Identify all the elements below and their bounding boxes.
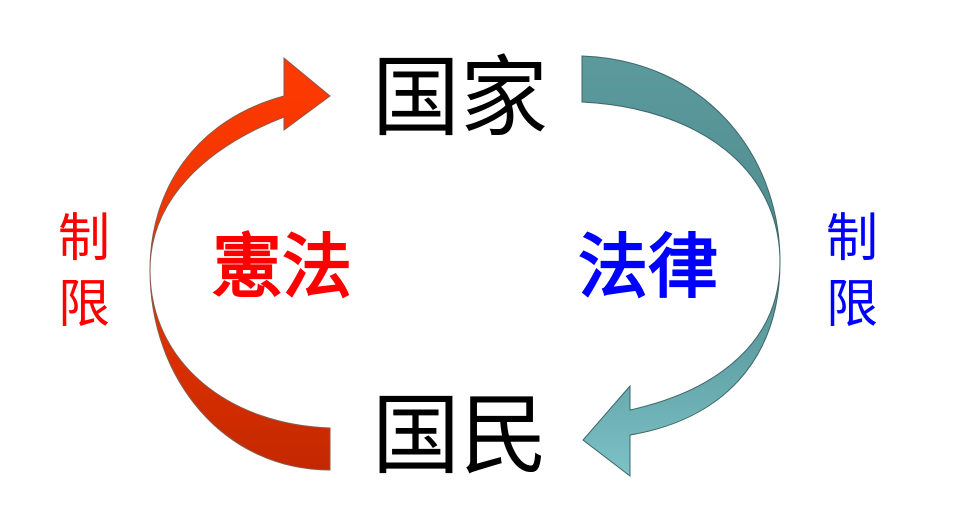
left-curved-arrow	[149, 56, 331, 471]
constitution-label: 憲法	[212, 226, 352, 308]
left-limit-label: 制限	[57, 209, 110, 335]
node-people: 国民	[372, 384, 549, 487]
right-curved-arrow	[581, 55, 781, 478]
right-limit-label: 制限	[825, 209, 878, 335]
statute-label: 法律	[578, 226, 718, 308]
node-state: 国家	[372, 46, 549, 149]
